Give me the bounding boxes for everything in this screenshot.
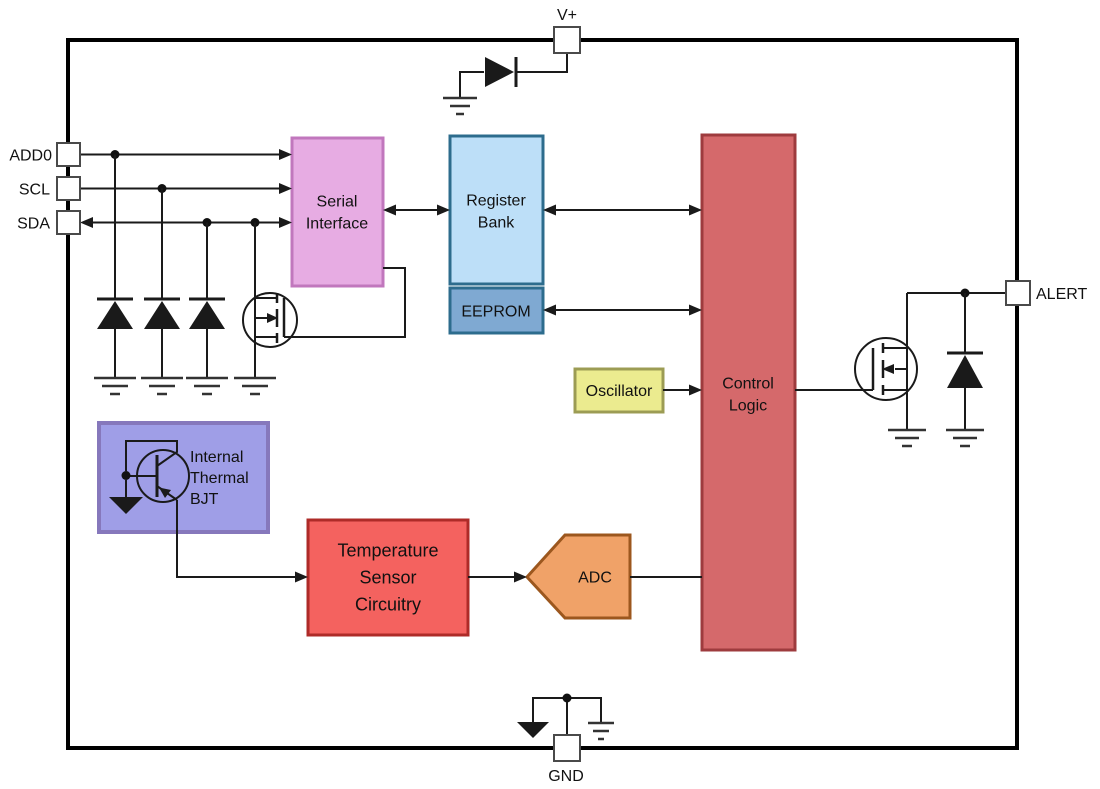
control-logic-label-1: Control — [722, 376, 774, 393]
esd-diode-icon — [144, 301, 180, 329]
register-bank-label-2: Bank — [478, 215, 515, 232]
vplus-pin-label: V+ — [557, 7, 577, 24]
add0-pin-label: ADD0 — [9, 148, 52, 165]
register-bank-label-1: Register — [466, 193, 526, 210]
serial-interface-label-1: Serial — [317, 194, 358, 211]
esd-diode-scl — [141, 188, 183, 396]
wire-scl — [80, 183, 292, 194]
ground-symbol — [443, 96, 477, 116]
clamp-diode-icon — [485, 57, 514, 87]
thermal-bjt-label-3: BJT — [190, 491, 219, 508]
block-temperature-sensor: Temperature Sensor Circuitry — [306, 518, 470, 637]
ground-symbol — [588, 721, 614, 741]
wire-serial-to-register — [383, 204, 450, 216]
control-logic-label-2: Logic — [729, 398, 767, 415]
gnd-pin — [553, 734, 581, 762]
esd-diode-icon — [97, 301, 133, 329]
ground-symbol — [186, 376, 228, 396]
ground-symbol — [141, 376, 183, 396]
temp-sensor-label-3: Circuitry — [355, 595, 421, 615]
analog-ground-arrow-icon — [109, 497, 143, 514]
thermal-bjt-label-1: Internal — [190, 449, 243, 466]
wire-bjt-to-sensor — [176, 500, 308, 583]
thermal-bjt-label-2: Thermal — [190, 470, 249, 487]
oscillator-box — [573, 367, 665, 414]
scl-pin-label: SCL — [19, 182, 50, 199]
oscillator-label: Oscillator — [586, 383, 653, 400]
sda-pin-label: SDA — [17, 216, 50, 233]
block-oscillator: Oscillator — [573, 367, 665, 414]
wire-oscillator-to-control — [663, 384, 702, 396]
pnp-bjt-icon — [109, 440, 190, 514]
block-control-logic: Control Logic — [700, 133, 797, 652]
wire-register-to-control — [543, 204, 702, 216]
temp-sensor-box — [306, 518, 470, 637]
ground-symbol — [94, 376, 136, 396]
gnd-network — [517, 693, 614, 741]
serial-interface-label-2: Interface — [306, 216, 368, 233]
wire-eeprom-to-control — [543, 304, 702, 316]
vplus-pin — [553, 26, 581, 54]
eeprom-label: EEPROM — [461, 304, 530, 321]
esd-diode-add0 — [94, 154, 136, 396]
alert-clamp-diode — [946, 293, 984, 448]
adc-label: ADC — [578, 570, 612, 587]
analog-ground-arrow-icon — [517, 722, 549, 738]
ground-symbol — [234, 376, 276, 396]
add0-pin — [56, 142, 81, 167]
wire-sda — [80, 217, 292, 228]
ground-symbol — [946, 428, 984, 448]
block-eeprom: EEPROM — [448, 286, 545, 335]
vplus-clamp-circuit — [443, 53, 568, 116]
esd-diode-icon — [947, 355, 983, 388]
nmos-transistor-right-icon — [854, 293, 926, 448]
junction-dot — [121, 471, 131, 480]
wire-gate-to-serial-interface — [284, 267, 406, 338]
sda-pin — [56, 210, 81, 235]
wire-sensor-to-adc — [468, 571, 527, 583]
esd-diode-icon — [189, 301, 225, 329]
scl-pin — [56, 176, 81, 201]
temp-sensor-label-2: Sensor — [359, 568, 416, 588]
block-register-bank: Register Bank — [448, 134, 545, 286]
register-bank-box — [448, 134, 545, 286]
ground-symbol — [888, 428, 926, 448]
nmos-transistor-left-icon — [234, 222, 406, 396]
serial-interface-box — [290, 136, 385, 288]
control-logic-box — [700, 133, 797, 652]
gnd-pin-label: GND — [548, 768, 584, 785]
junction-dot — [562, 693, 572, 703]
esd-diode-sda — [186, 222, 228, 396]
eeprom-box — [448, 286, 545, 335]
alert-pin-label: ALERT — [1036, 286, 1088, 303]
alert-pin — [1005, 280, 1031, 306]
temp-sensor-label-1: Temperature — [337, 541, 438, 561]
block-serial-interface: Serial Interface — [290, 136, 385, 288]
